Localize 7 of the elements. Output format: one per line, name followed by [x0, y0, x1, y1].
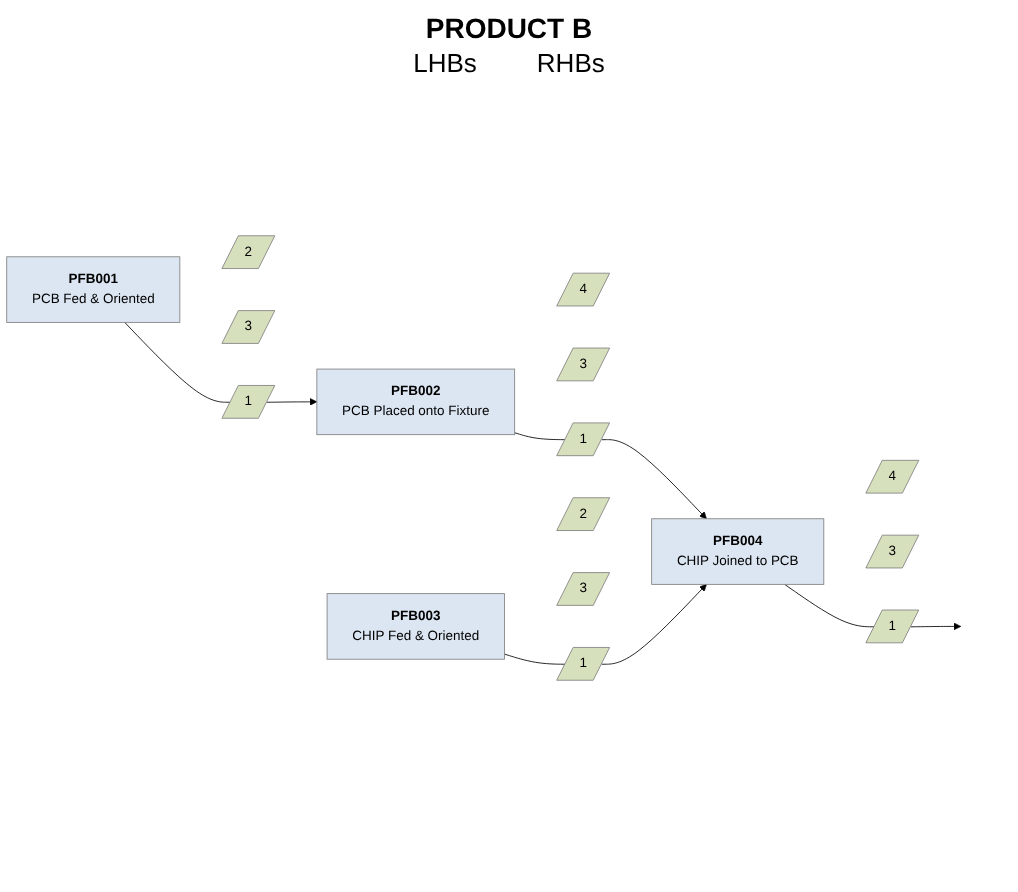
connector: [124, 321, 231, 403]
side-label: RHBs: [536, 48, 605, 78]
side-label: LHBs: [413, 48, 477, 78]
connector: [504, 653, 566, 665]
connector: [784, 583, 875, 628]
connector: [514, 432, 566, 441]
diagram-title: PRODUCT B: [423, 12, 595, 44]
